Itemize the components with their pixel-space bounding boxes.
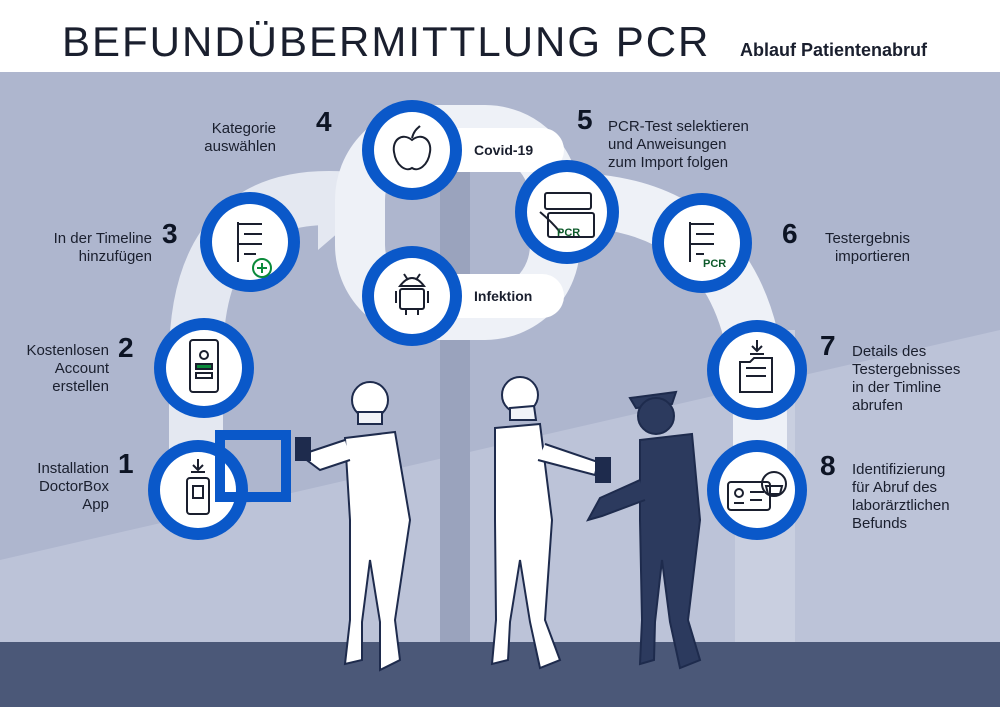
step-8-label: Identifizierung für Abruf des laborärztl… (852, 461, 950, 532)
step-6-number: 6 (782, 218, 798, 249)
step-4-number: 4 (316, 106, 332, 137)
step-5-label: PCR-Test selektieren und Anweisungen zum… (608, 118, 749, 171)
step-2-circle[interactable] (154, 318, 254, 418)
step-2-label: Kostenlosen Account erstellen (26, 342, 109, 395)
option-covid-label[interactable]: Covid-19 (474, 142, 534, 158)
step-3-circle[interactable] (200, 192, 300, 292)
step-1-number: 1 (118, 448, 134, 479)
timeline-add-icon (237, 222, 272, 278)
pcr-tag-card: PCR (557, 227, 581, 239)
frame-post (440, 160, 470, 642)
timeline-pcr-icon (689, 222, 714, 262)
android-icon (395, 273, 429, 315)
phone-download-icon (186, 459, 210, 515)
step-6-circle[interactable] (652, 193, 752, 293)
step-7-label: Details des Testergebnisses in der Timli… (852, 343, 961, 414)
option-infektion-label[interactable]: Infektion (474, 288, 533, 304)
step-3-label: In der Timeline hinzufügen (53, 230, 152, 265)
file-download-icon (739, 340, 773, 393)
page-title: BEFUNDÜBERMITTLUNG PCR (62, 18, 711, 65)
pcr-tag-timeline: PCR (703, 258, 727, 270)
step-5-number: 5 (577, 104, 593, 135)
step-4-circle[interactable] (362, 100, 462, 200)
step-8-circle[interactable] (707, 440, 807, 540)
step-2-number: 2 (118, 332, 134, 363)
doctorbox-logo (215, 430, 291, 502)
step-8-number: 8 (820, 450, 836, 481)
infektion-circle[interactable] (362, 246, 462, 346)
step-3-number: 3 (162, 218, 178, 249)
id-card-icon (727, 471, 787, 511)
phone-account-icon (189, 339, 219, 393)
officer (585, 390, 702, 670)
page-subtitle: Ablauf Patientenabruf (740, 40, 928, 60)
step-1-label: Installation DoctorBox App (37, 460, 109, 513)
step-5-circle[interactable] (515, 160, 619, 264)
step-1-circle[interactable] (148, 440, 248, 540)
pcr-card-icon (539, 192, 595, 238)
person-middle-with-phone (490, 376, 611, 670)
step-7-circle[interactable] (707, 320, 807, 420)
step-4-label: Kategorie auswählen (204, 120, 276, 155)
person-left-with-phone (295, 381, 412, 672)
step-6-label: Testergebnis importieren (824, 230, 910, 265)
apple-icon (392, 125, 432, 171)
step-7-number: 7 (820, 330, 836, 361)
